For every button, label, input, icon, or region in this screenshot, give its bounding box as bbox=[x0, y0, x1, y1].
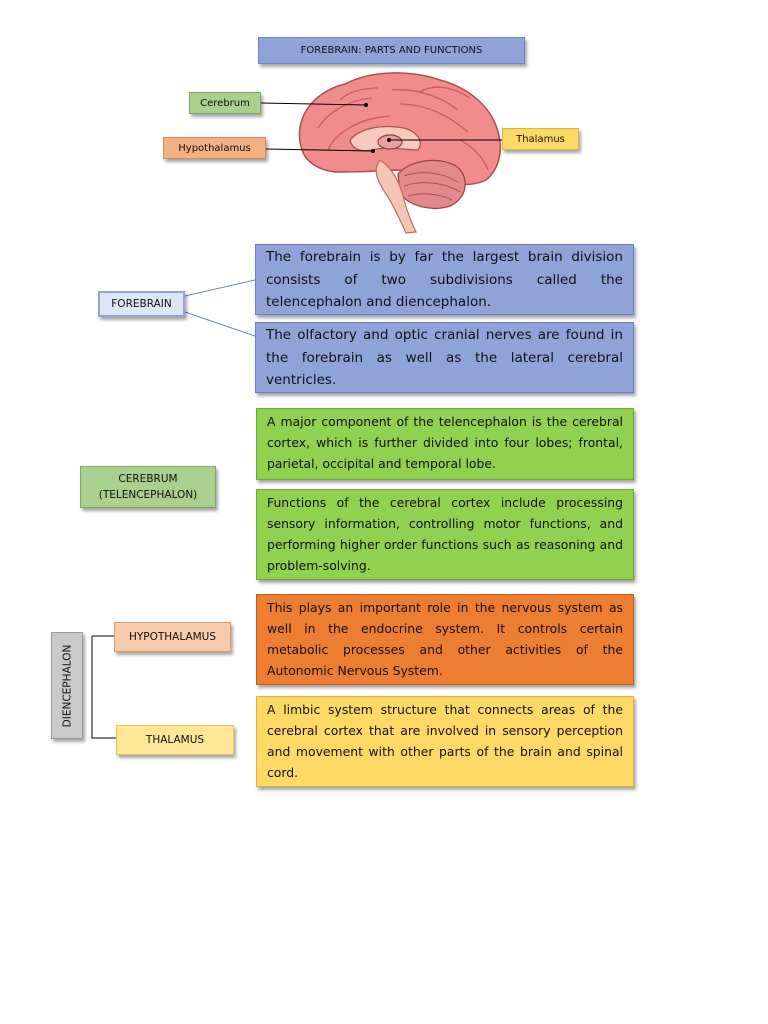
cortex-functions-box: Functions of the cerebral cortex include… bbox=[256, 489, 634, 580]
forebrain-label: FOREBRAIN bbox=[98, 291, 185, 317]
hypothalamus-image-label: Hypothalamus bbox=[163, 137, 266, 159]
cerebrum-label: CEREBRUM (TELENCEPHALON) bbox=[80, 466, 216, 508]
forebrain-connector-top bbox=[184, 279, 256, 297]
forebrain-nerves-box: The olfactory and optic cranial nerves a… bbox=[255, 322, 634, 393]
thalamus-description-box: A limbic system structure that connects … bbox=[256, 696, 634, 787]
forebrain-connector-bottom bbox=[184, 311, 256, 337]
forebrain-description-box: The forebrain is by far the largest brai… bbox=[255, 244, 634, 315]
brainstem-shape bbox=[375, 159, 417, 234]
diencephalon-label: DIENCEPHALON bbox=[51, 632, 83, 739]
cerebellum-shape bbox=[397, 159, 466, 209]
diencephalon-label-text: DIENCEPHALON bbox=[61, 644, 73, 727]
diencephalon-bracket bbox=[91, 635, 116, 739]
hypothalamus-label: HYPOTHALAMUS bbox=[114, 622, 231, 652]
cerebrum-image-label: Cerebrum bbox=[189, 92, 261, 114]
cerebral-cortex-box: A major component of the telencephalon i… bbox=[256, 408, 634, 480]
thalamus-shape bbox=[377, 134, 403, 150]
hypothalamus-description-box: This plays an important role in the nerv… bbox=[256, 594, 634, 685]
page-title: FOREBRAIN: PARTS AND FUNCTIONS bbox=[258, 37, 525, 64]
thalamus-label: THALAMUS bbox=[116, 725, 234, 755]
thalamus-image-label: Thalamus bbox=[502, 128, 579, 150]
